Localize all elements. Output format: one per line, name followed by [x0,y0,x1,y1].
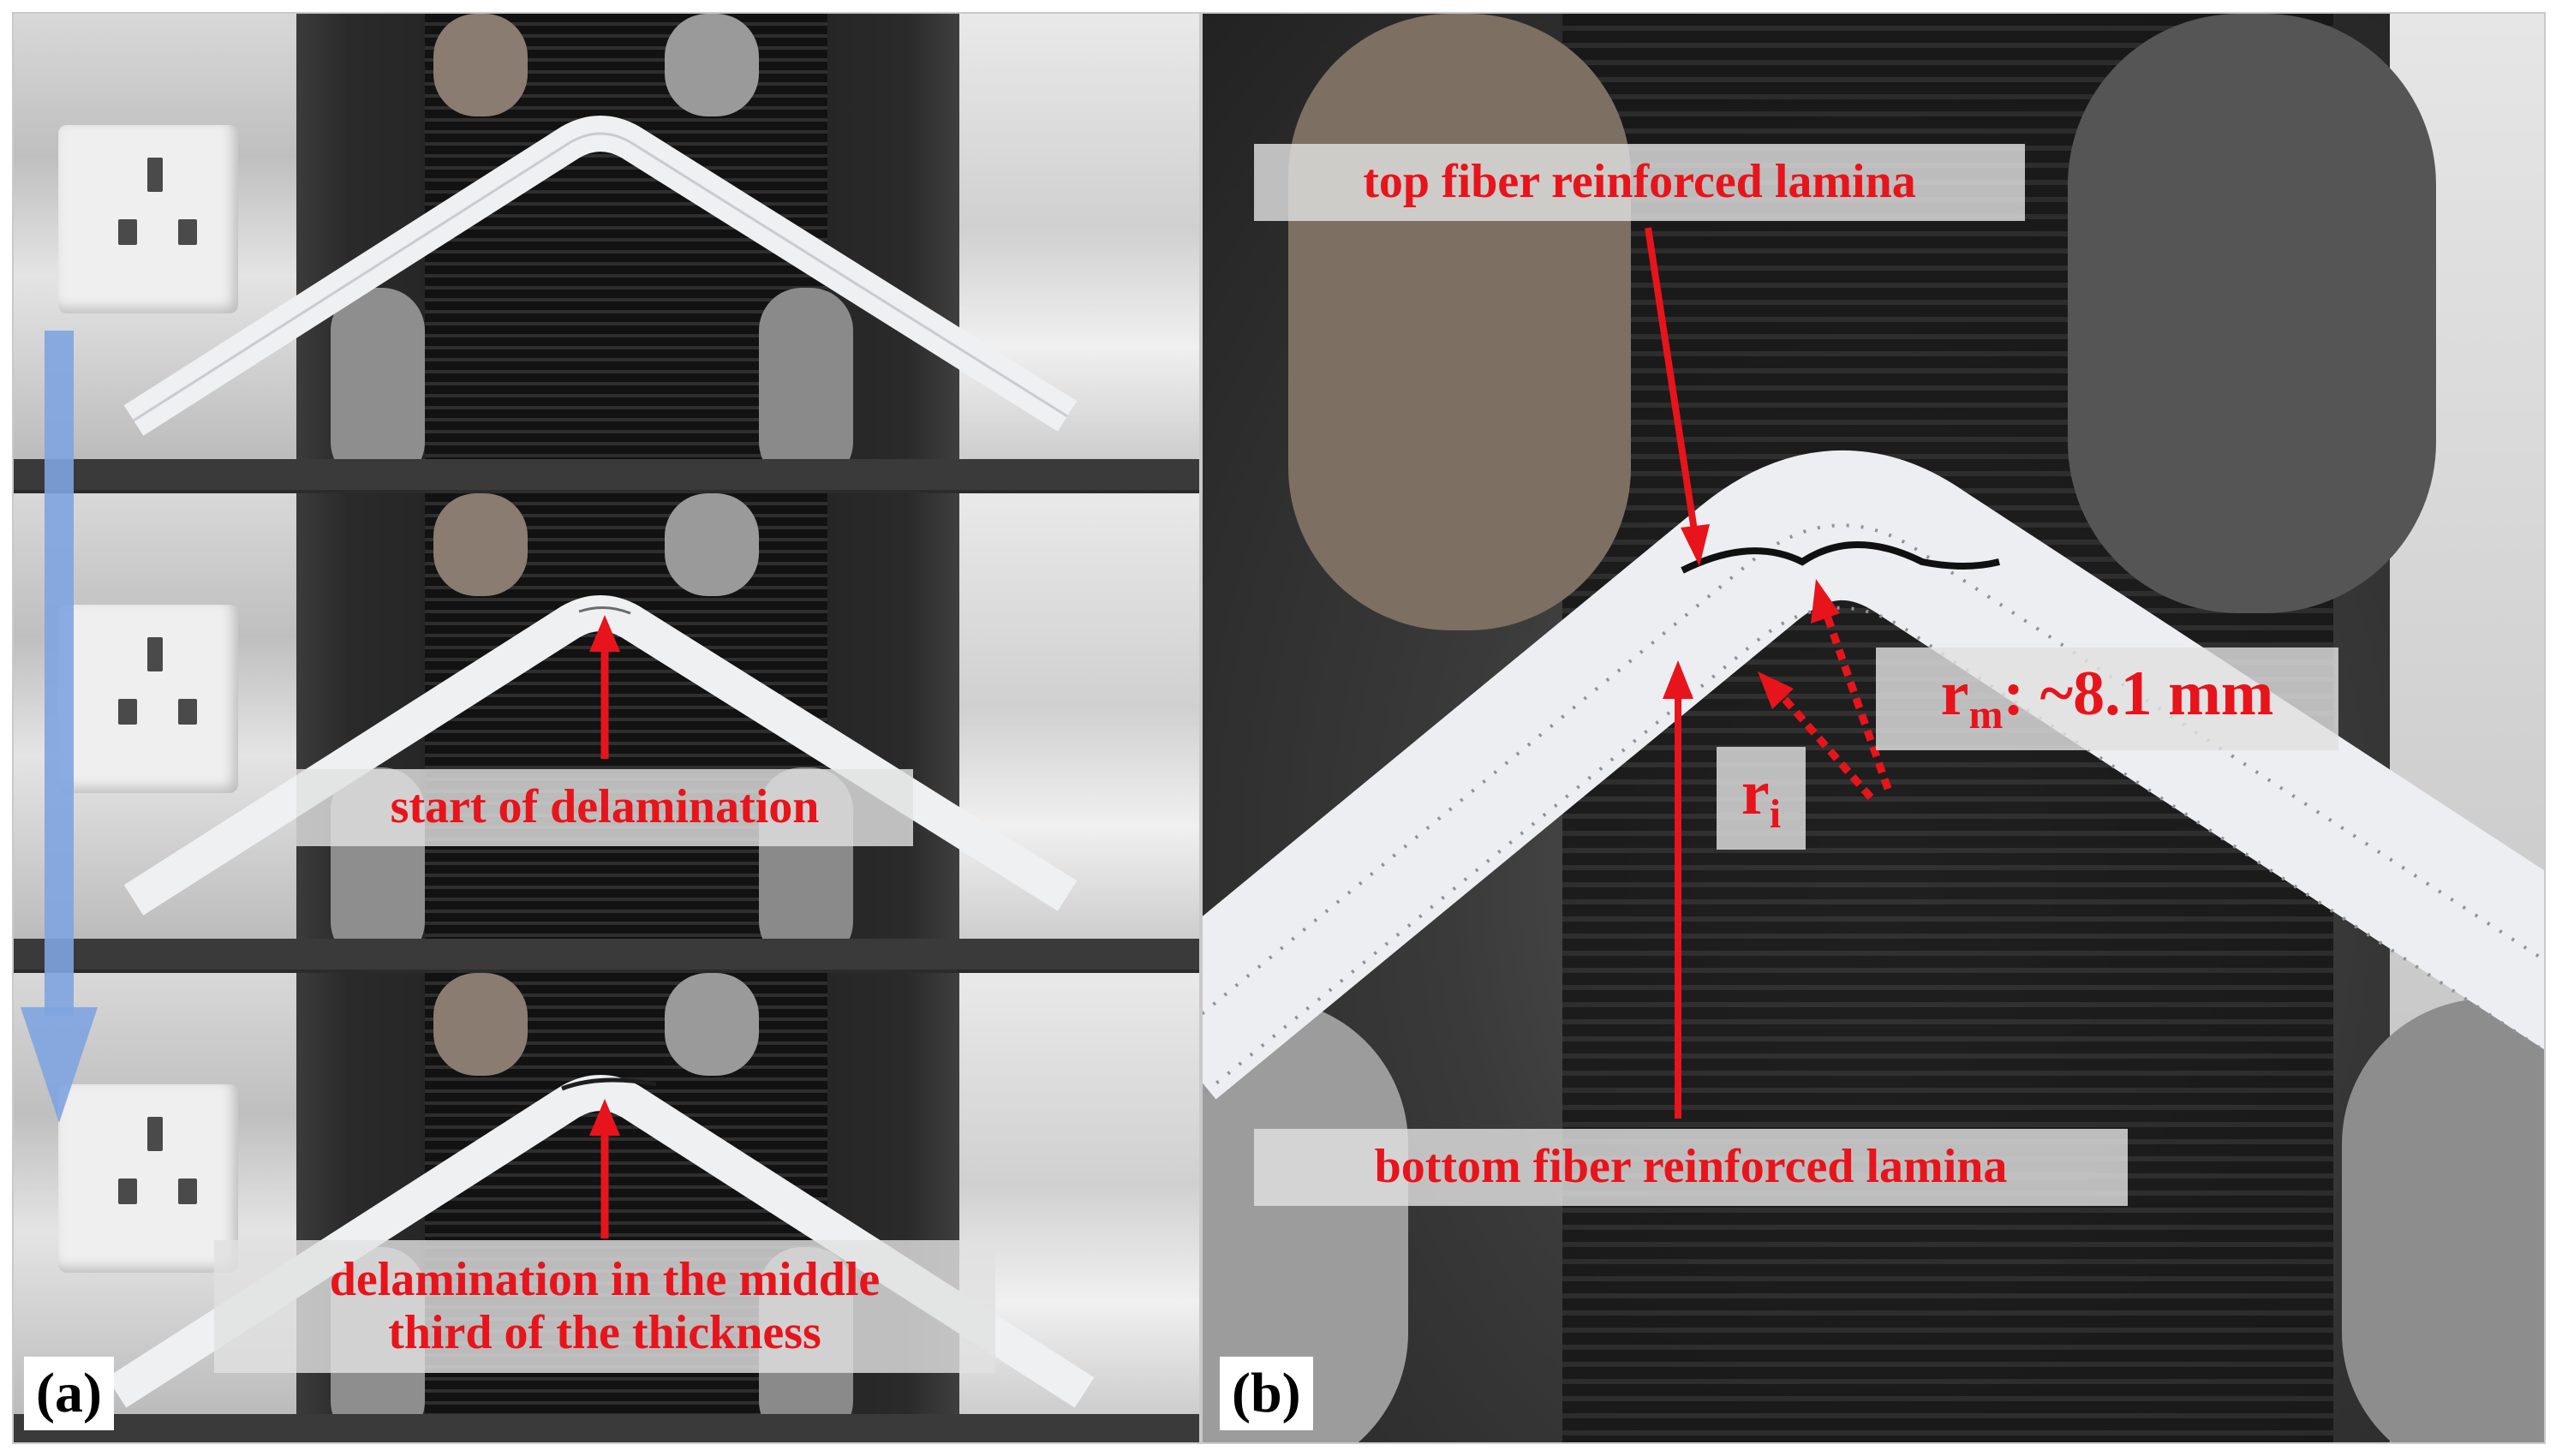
support-right [2342,999,2544,1442]
annotation-top-lamina: top fiber reinforced lamina [1254,144,2025,221]
annotation-rm-radius: rm: ~8.1 mm [1876,647,2338,750]
wall-socket [58,605,238,793]
rm-symbol: r [1940,659,1969,729]
panel-a: start of delamination delamination in th… [12,12,1201,1444]
delamination-crack [1681,541,2000,574]
red-arrow-middle-delamination [589,1099,620,1238]
progress-arrow-down [21,331,98,1123]
loading-nose-left [1288,14,1631,630]
panel-a-arrows [21,331,620,1238]
loading-nose-right [2068,14,2436,613]
annotation-middle-delamination: delamination in the middle third of the … [214,1240,995,1374]
wall-background-right [959,493,1199,970]
ri-subscript: i [1769,791,1782,837]
annotation-start-of-delamination: start of delamination [296,769,913,846]
closeup-specimen [1203,14,2544,1442]
panel-b: top fiber reinforced lamina bottom fiber… [1201,12,2546,1444]
arrow-bottom-lamina [1663,660,1693,1119]
annotation-ri-radius: ri [1717,747,1806,850]
rm-value: : ~8.1 mm [2003,659,2274,729]
wall-socket [58,1084,238,1273]
annotation-middle-line-1: delamination in the middle [329,1253,881,1306]
test-frame-1 [14,14,1199,490]
arrow-ri-dotted [1758,671,1874,800]
ri-symbol: r [1741,758,1770,828]
panel-label-b: (b) [1220,1357,1313,1430]
annotation-middle-line-2: third of the thickness [388,1305,821,1359]
frame-divider [14,970,1199,973]
wall-background-right [959,973,1199,1442]
rm-subscript: m [1968,691,2004,737]
panel-label-a: (a) [24,1357,114,1430]
test-frame-3 [14,973,1199,1442]
wall-socket [58,125,238,313]
annotation-bottom-lamina: bottom fiber reinforced lamina [1254,1129,2128,1206]
support-left [1203,999,1408,1442]
red-arrow-start-delamination [589,615,620,759]
arrow-top-lamina [1645,227,1710,566]
frame-divider [14,490,1199,493]
bending-specimen-frame-1 [14,14,1199,490]
arrow-rm-dotted [1811,579,1892,791]
wall-background-right [959,14,1199,490]
